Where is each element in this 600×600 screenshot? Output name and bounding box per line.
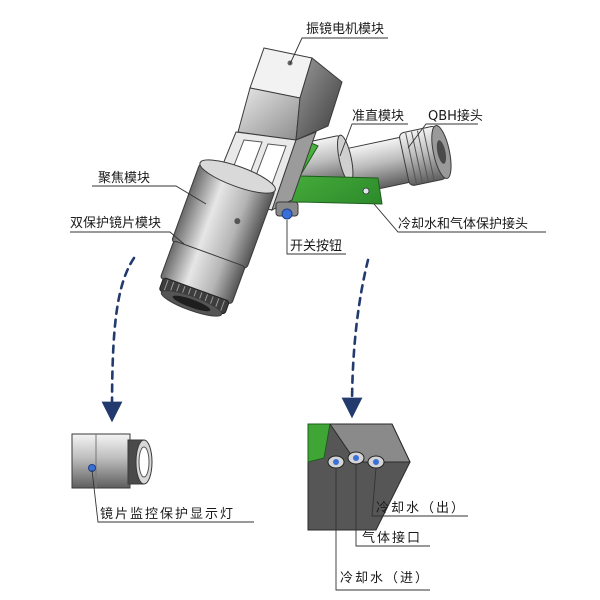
lens-monitor-indicator-label: 镜片监控保护显示灯 [100, 507, 235, 522]
port-cooling-in [327, 455, 345, 469]
dual-lens-module-callout: 双保护镜片模块 [70, 216, 185, 245]
switch-button-callout: 开关按钮 [286, 220, 346, 255]
lens-monitor-callout: 镜片监控保护显示灯 [91, 469, 254, 523]
cooling-gas-connector-label: 冷却水和气体保护接头 [398, 216, 528, 232]
switch-button-part [275, 201, 299, 220]
laser-head-assembly [159, 47, 452, 317]
cooling-in-callout: 冷却水（进） [335, 468, 430, 591]
connector-detail-view [307, 423, 411, 531]
galvo-module-label: 振镜电机模块 [306, 22, 384, 37]
focus-cylinder-part [159, 159, 276, 317]
lens-detail-view [71, 433, 153, 489]
collimation-module-callout: 准直模块 [339, 109, 408, 157]
qbh-connector-label: QBH接头 [428, 108, 483, 124]
cooling-gas-connector-callout: 冷却水和气体保护接头 [373, 203, 546, 233]
focus-module-label: 聚焦模块 [98, 171, 150, 186]
gas-port-label: 气体接口 [362, 530, 422, 546]
qbh-connector-callout: QBH接头 [407, 108, 483, 149]
gas-port-callout: 气体接口 [355, 464, 430, 547]
cooling-water-in-label: 冷却水（进） [340, 571, 430, 586]
dashed-arrow-right [341, 258, 370, 419]
dual-lens-module-label: 双保护镜片模块 [70, 216, 161, 231]
port-cooling-out [367, 455, 385, 469]
switch-button-label: 开关按钮 [290, 239, 342, 254]
collimation-module-label: 准直模块 [352, 109, 404, 124]
dashed-arrow-left [101, 256, 136, 423]
focus-module-callout: 聚焦模块 [92, 171, 207, 205]
cooling-out-callout: 冷却水（出） [371, 467, 468, 517]
port-gas [347, 451, 365, 465]
galvo-module-callout: 振镜电机模块 [289, 22, 388, 65]
cooling-water-out-label: 冷却水（出） [376, 501, 466, 516]
galvo-motor-box-part [237, 47, 343, 141]
